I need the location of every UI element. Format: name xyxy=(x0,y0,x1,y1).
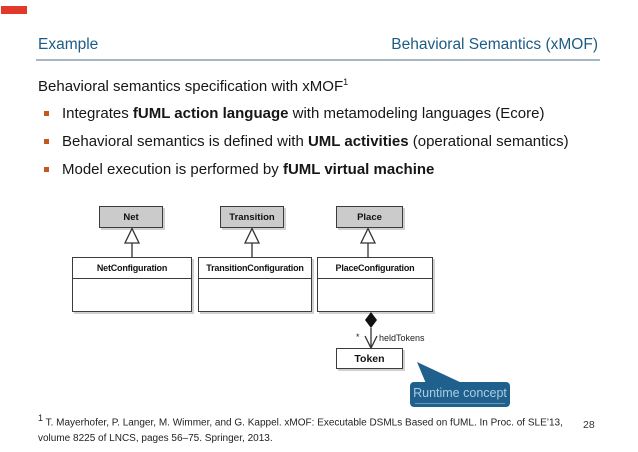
class-box-net: Net xyxy=(99,206,163,228)
bullet-list: Integrates fUML action language with met… xyxy=(44,99,569,183)
footnote-line2: volume 8225 of LNCS, pages 56–75. Spring… xyxy=(38,433,273,445)
bullet-square-icon xyxy=(44,138,49,144)
bullet-item: Integrates fUML action language with met… xyxy=(44,99,569,127)
class-name-compartment: TransitionConfiguration xyxy=(199,258,311,279)
class-box-transition: Transition xyxy=(220,206,284,228)
footnote-sup: 1 xyxy=(38,413,44,423)
composition-association xyxy=(364,312,378,350)
class-box-netconfiguration: NetConfiguration xyxy=(72,257,192,312)
bullet-text: Integrates fUML action language with met… xyxy=(62,105,544,122)
composition-diamond-icon xyxy=(365,312,377,328)
runtime-concept-callout: Runtime concept xyxy=(410,382,510,407)
bullet-item: Behavioral semantics is defined with UML… xyxy=(44,127,569,155)
bullet-text-bold: fUML virtual machine xyxy=(282,160,435,178)
generalization-arrow-place xyxy=(359,227,377,257)
footnote: 1 T. Mayerhofer, P. Langer, M. Wimmer, a… xyxy=(38,410,563,447)
class-box-placeconfiguration: PlaceConfiguration xyxy=(317,257,433,312)
bullet-text: Behavioral semantics is defined with UML… xyxy=(62,133,569,150)
bullet-text-bold: UML activities xyxy=(307,132,409,150)
association-multiplicity: * xyxy=(356,332,360,342)
callout-pointer xyxy=(417,362,463,384)
footnote-line1: T. Mayerhofer, P. Langer, M. Wimmer, and… xyxy=(43,417,563,429)
generalization-arrow-transition xyxy=(243,227,261,257)
slide-title: Behavioral semantics specification with … xyxy=(38,77,348,95)
association-role-label: heldTokens xyxy=(379,333,425,343)
header-left-title: Example xyxy=(38,36,99,53)
class-box-token: Token xyxy=(336,348,403,369)
header-divider xyxy=(36,59,600,61)
footnote-reference-sup: 1 xyxy=(343,77,349,87)
class-box-place: Place xyxy=(336,206,403,228)
bullet-text-pre: Integrates xyxy=(62,104,133,122)
callout-label: Runtime concept xyxy=(413,386,507,400)
class-name-compartment: PlaceConfiguration xyxy=(318,258,432,279)
bullet-text-bold: fUML action language xyxy=(132,104,289,122)
callout-highlight-line xyxy=(415,403,505,404)
class-box-transitionconfiguration: TransitionConfiguration xyxy=(198,257,312,312)
bullet-square-icon xyxy=(44,166,49,172)
page-number: 28 xyxy=(583,419,595,431)
slide-title-text: Behavioral semantics specification with … xyxy=(38,78,344,95)
bullet-square-icon xyxy=(44,110,49,116)
class-attributes-compartment xyxy=(318,279,432,311)
bullet-text-post: (operational semantics) xyxy=(408,132,569,150)
open-arrowhead-icon xyxy=(364,335,378,350)
class-name-compartment: NetConfiguration xyxy=(73,258,191,279)
bullet-item: Model execution is performed by fUML vir… xyxy=(44,155,569,183)
bullet-text: Model execution is performed by fUML vir… xyxy=(62,161,434,178)
slideshare-progress-bar xyxy=(1,6,27,14)
bullet-text-post: with metamodeling languages (Ecore) xyxy=(288,104,545,122)
bullet-text-pre: Model execution is performed by xyxy=(62,160,283,178)
bullet-text-pre: Behavioral semantics is defined with xyxy=(62,132,308,150)
class-attributes-compartment xyxy=(73,279,191,311)
class-attributes-compartment xyxy=(199,279,311,311)
generalization-arrow-net xyxy=(123,227,141,257)
header-right-title: Behavioral Semantics (xMOF) xyxy=(391,36,598,53)
